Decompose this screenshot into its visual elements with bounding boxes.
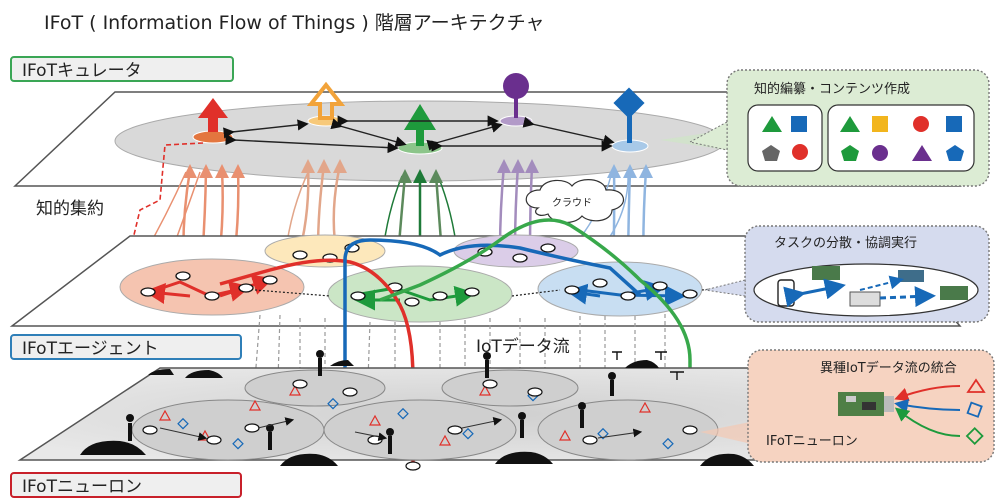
neuron-inner-links: [159, 417, 643, 442]
cloud-label: クラウド: [552, 198, 592, 209]
integration-device: [838, 392, 894, 416]
tasks-title: タスクの分散・協調実行: [774, 236, 918, 251]
neuron-inline-label: IFoTニューロン: [766, 434, 858, 449]
curator-layer-label: IFoTキュレータ: [10, 56, 234, 82]
diagram-title: IFoT ( Information Flow of Things ) 階層アー…: [44, 12, 545, 34]
tasks-devices: [777, 266, 968, 308]
shape-box-large: [827, 104, 975, 172]
aggregation-dashed: [124, 142, 204, 273]
neuron-devices: [80, 350, 754, 471]
editing-shapes: [762, 116, 964, 161]
curator-links: [223, 115, 615, 154]
iot-flow-label: IoTデータ流: [476, 337, 570, 357]
neuron-layer-label: IFoTニューロン: [10, 472, 242, 498]
integration-title: 異種IoTデータ流の統合: [820, 361, 957, 376]
cloud-shape: [525, 179, 624, 224]
agent-layer-label: IFoTエージェント: [10, 334, 242, 360]
editing-title: 知的編纂・コンテンツ作成: [754, 82, 911, 97]
integration-inputs: [894, 378, 986, 446]
aggregation-label: 知的集約: [36, 199, 104, 219]
long-flows: [219, 218, 692, 468]
neuron-pointer: [700, 420, 760, 446]
aggregation-heads: [183, 159, 653, 183]
shape-box-small: [747, 104, 823, 172]
